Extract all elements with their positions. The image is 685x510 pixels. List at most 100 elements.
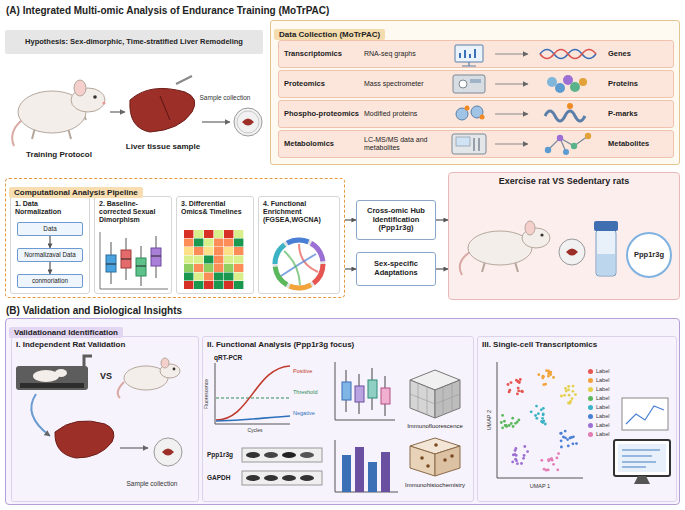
umap-point [530, 410, 533, 413]
validation-illustration-part [173, 368, 176, 371]
umap-point [572, 442, 575, 445]
umap-point [508, 424, 511, 427]
umap-point [560, 439, 563, 442]
umap-point [501, 414, 504, 417]
legend-item: Label [588, 394, 609, 402]
omics-icons-part [462, 62, 476, 66]
validation-illustration-part [154, 438, 182, 466]
umap-point [518, 381, 521, 384]
axis-label-holder: Cycles [235, 428, 275, 434]
flow-connector [436, 268, 448, 269]
heatmap-cell [214, 230, 223, 238]
heatmap-cell [224, 273, 233, 281]
section-heading: (A) Integrated Multi-omic Analysis of En… [6, 5, 426, 17]
method-label: Immunofluorescence [398, 423, 472, 430]
petri-dish-part [234, 108, 262, 136]
validation-panel: Validationand Identification I. Independ… [5, 318, 680, 505]
node-title: Validationand Identification [9, 327, 123, 338]
heatmap-cell [184, 273, 193, 281]
umap-point [542, 413, 545, 416]
umap-point [552, 463, 555, 466]
umap-point [523, 454, 526, 457]
chart-title-holder: qRT-PCR [214, 354, 264, 361]
comparison-illustration-part [460, 252, 470, 275]
curve-label: Threshold [293, 389, 329, 395]
umap-point [510, 381, 513, 384]
single-cell-illustration-part [622, 398, 668, 430]
umap-point [550, 458, 553, 461]
omics-icons-part [540, 50, 596, 59]
umap-point [500, 421, 503, 424]
node-title: 1. Data Normalization [15, 200, 85, 216]
umap-point [541, 417, 544, 420]
functional-illustration-part [368, 462, 377, 492]
functional-illustration-part [355, 386, 364, 402]
legend-swatch [588, 414, 593, 419]
figure-label-holder: Liver tissue sample [118, 142, 208, 151]
umap-point [563, 394, 566, 397]
heatmap-cell [204, 281, 213, 289]
heatmap-cell [204, 273, 213, 281]
umap-point [515, 454, 518, 457]
axis-label-holder: Fluorescence [204, 376, 210, 412]
blot-label-holder: GAPDH [207, 474, 243, 481]
heatmap-cell [234, 230, 243, 238]
comparison-label-holder: VS [95, 371, 117, 381]
omics-icons-part [545, 111, 585, 121]
petri-dish [234, 108, 262, 136]
functional-illustration-part [242, 448, 322, 462]
data-panel: Data Collection (MoTrPAC) Transcriptomic… [270, 20, 680, 165]
umap-point [518, 419, 521, 422]
node-title: Normalizaval Data [24, 251, 75, 258]
node-title: Hypothesis: Sex-dimorphic, Time-stratifi… [25, 38, 243, 47]
heatmap-cell [234, 239, 243, 247]
functional-illustration-part [443, 458, 447, 462]
single-cell-illustration-part [614, 440, 670, 476]
chord-illustration-part [275, 240, 323, 288]
comparison-illustration-part [596, 230, 616, 276]
hub-box: Cross-omic Hub Identification (Ppp1r3g) [356, 200, 436, 240]
boxplot-illustration-part [100, 232, 168, 289]
functional-illustration-part [450, 454, 454, 458]
heatmap-cell [224, 281, 233, 289]
omics-icons-part [545, 147, 551, 153]
heatmap-cell [204, 264, 213, 272]
process-box: Normalizaval Data [17, 248, 83, 262]
umap-point [572, 390, 575, 393]
functional-illustration-part [264, 452, 278, 458]
comparison-panel: Exercise rat VS Sedentary ratsPpp1r3g [448, 172, 680, 300]
umap-point [551, 459, 554, 462]
heatmap-cell [224, 256, 233, 264]
heatmap-cell [214, 281, 223, 289]
omics-icons-part [540, 50, 596, 59]
umap-point [570, 436, 573, 439]
heatmap-cell [234, 281, 243, 289]
heatmap-cell [204, 239, 213, 247]
omics-icons-part [495, 83, 528, 84]
omics-icons-part [456, 137, 470, 146]
functional-illustration-part [300, 475, 314, 481]
node-title: Computational Analysis Pipeline [9, 187, 143, 198]
umap-point [567, 385, 570, 388]
functional-illustration-part [381, 452, 390, 492]
step-label-holder: Sample collection [192, 94, 258, 101]
heatmap-cell [224, 230, 233, 238]
functional-illustration-part [264, 475, 278, 481]
umap-point [510, 422, 513, 425]
functional-illustration-part [420, 456, 424, 460]
omics-icons-part [557, 135, 563, 141]
omics-icons-part [495, 113, 528, 114]
omics-icons-part [579, 78, 587, 86]
node-text: LC-MS/MS data and metabolites [364, 136, 448, 152]
section-heading-holder: (B) Validation and Biological Insights [6, 305, 306, 317]
node-title: III. Single-cell Transcriptomics [482, 340, 672, 349]
umap-point [562, 436, 565, 439]
validation-illustration-part [55, 369, 67, 377]
heatmap-cell [214, 264, 223, 272]
umap-point [566, 438, 569, 441]
legend-swatch [588, 369, 593, 374]
umap-point [520, 462, 523, 465]
umap-point [517, 390, 520, 393]
umap-point [557, 452, 560, 455]
